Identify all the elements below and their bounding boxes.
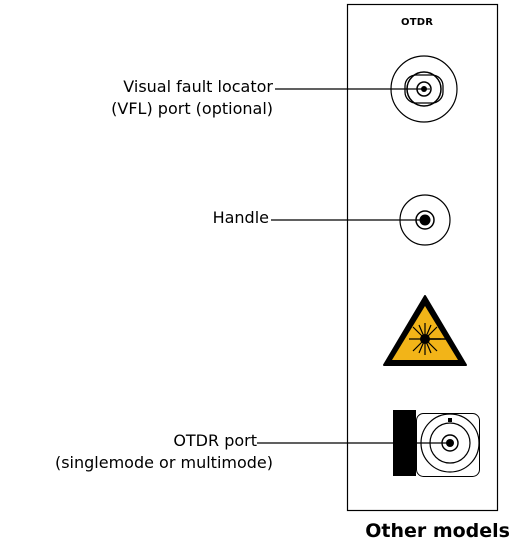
otdr-callout-line1: OTDR port bbox=[173, 431, 257, 450]
panel-label: OTDR bbox=[401, 17, 434, 28]
otdr-port-icon bbox=[393, 410, 480, 477]
laser-warning-icon bbox=[383, 295, 467, 366]
module-panel bbox=[346, 3, 499, 512]
otdr-callout-line2: (singlemode or multimode) bbox=[54, 453, 273, 472]
handle-callout: Handle bbox=[212, 208, 269, 227]
figure-caption: Other models bbox=[365, 520, 510, 542]
vfl-callout-line2: (VFL) port (optional) bbox=[111, 99, 273, 118]
vfl-callout-line1: Visual fault locator bbox=[123, 77, 273, 96]
